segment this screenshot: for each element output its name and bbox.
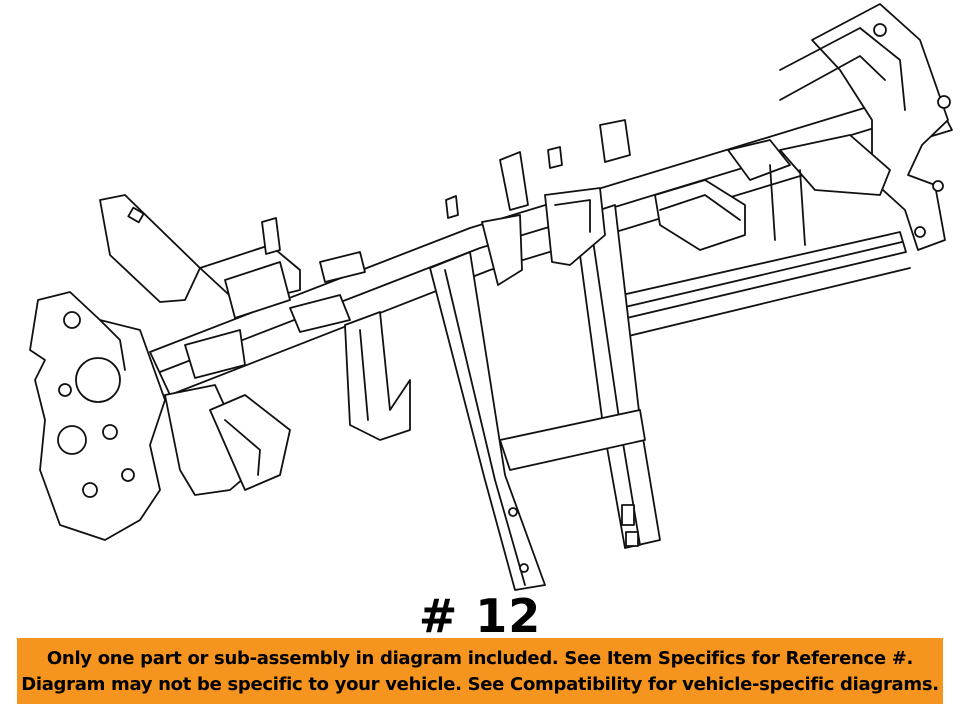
center-hanging-bracket <box>289 294 411 441</box>
notice-line-1: Only one part or sub-assembly in diagram… <box>46 648 914 669</box>
notice-line-2: Diagram may not be specific to your vehi… <box>21 674 939 695</box>
part-reference-number: # 12 <box>418 589 542 643</box>
notice-banner: Only one part or sub-assembly in diagram… <box>17 638 943 704</box>
steering-column-bracket <box>99 194 366 496</box>
upper-right-clips <box>499 119 891 251</box>
cross-car-beam-diagram <box>29 3 953 591</box>
center-support-legs <box>429 187 661 591</box>
right-end-bracket <box>779 3 951 251</box>
beam-tabs <box>261 146 563 255</box>
left-end-plate <box>29 291 166 541</box>
lower-support-rail <box>599 231 911 341</box>
